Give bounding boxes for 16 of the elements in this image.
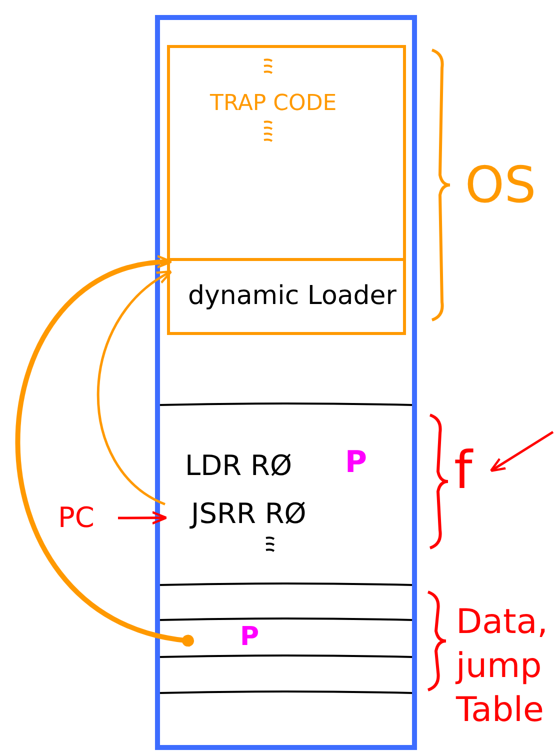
- instruction-text: LDR RØ: [185, 452, 292, 480]
- section-label: Data, jump Table: [456, 601, 549, 732]
- memory-column: [155, 15, 417, 750]
- arrow: [490, 430, 554, 472]
- instruction-text: JSRR RØ: [191, 500, 306, 528]
- os-region-box: [167, 45, 406, 335]
- arrow: [118, 511, 168, 525]
- code-text: TRAP CODE: [210, 93, 337, 115]
- arrow: [16, 256, 194, 647]
- pointer-label: P: [345, 448, 367, 478]
- register-label: PC: [58, 504, 94, 532]
- section-label: f: [454, 445, 472, 497]
- section-text: dynamic Loader: [188, 283, 396, 309]
- arrow: [96, 270, 172, 506]
- section-label: OS: [465, 160, 536, 210]
- pointer-label: P: [240, 624, 260, 650]
